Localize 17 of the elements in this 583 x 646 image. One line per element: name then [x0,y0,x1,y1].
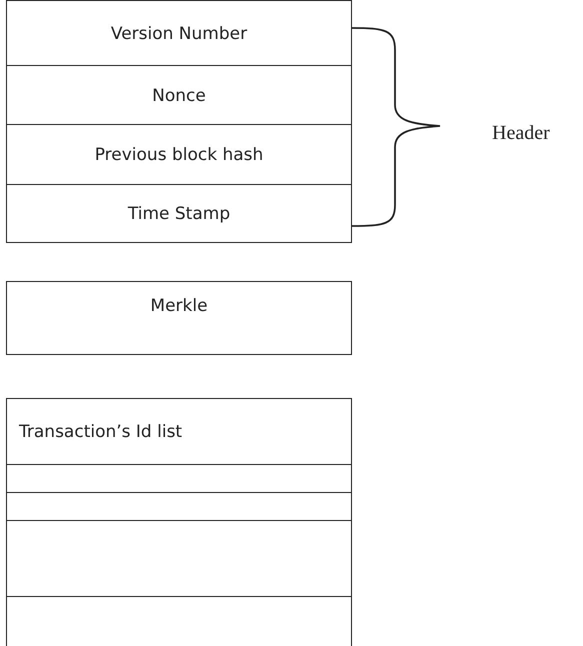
empty-row-box [6,520,352,598]
field-box [6,65,352,126]
field-box [6,184,352,243]
field-box [6,124,352,186]
field-box [6,281,352,355]
field-label: Nonce [152,86,206,106]
field-label: Previous block hash [94,145,264,165]
header-label: Header [492,122,550,145]
field-box [6,398,352,466]
field-box [6,0,352,67]
empty-row-box [6,596,352,646]
empty-row-box [6,464,352,494]
field-label: Transaction’s Id list [19,422,182,442]
field-label: Merkle [150,296,208,316]
field-label: Time Stamp [128,204,230,224]
field-label: Version Number [110,24,248,44]
empty-row-box [6,492,352,522]
